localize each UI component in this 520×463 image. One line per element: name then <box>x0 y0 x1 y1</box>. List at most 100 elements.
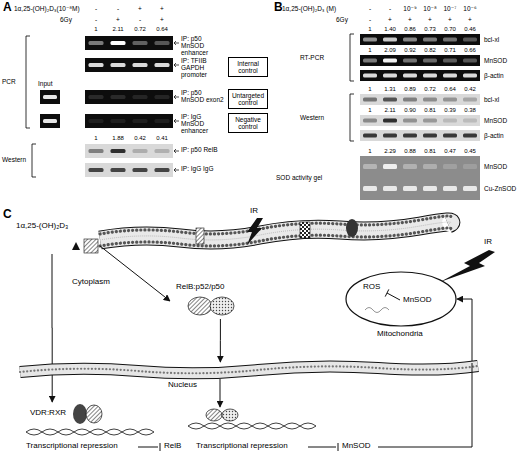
lane-value: 0.81 <box>424 107 436 114</box>
lane-value: 1 <box>368 107 371 114</box>
node-text: Nucleus <box>168 381 197 390</box>
gel-background <box>85 144 173 158</box>
gel-background <box>360 115 480 126</box>
lane-value: + <box>408 16 412 23</box>
lane-value: 1 <box>368 47 371 54</box>
figure-label: 6Gy <box>336 16 348 23</box>
gel-strip <box>360 130 480 141</box>
label-slot: A <box>3 1 12 14</box>
label-slot: - <box>139 16 141 23</box>
gel-band <box>363 38 377 42</box>
node-text: 1α,25-(OH)₂D₃ <box>16 222 100 231</box>
gel-images <box>40 34 480 200</box>
text-slot: MnSOD <box>342 442 370 451</box>
gel-strip <box>360 94 480 105</box>
label-pointers <box>174 41 179 172</box>
lane-value: 1.40 <box>384 26 396 33</box>
text-slot: Transcriptional repression <box>26 442 118 451</box>
label-slot: + <box>448 16 452 23</box>
lane-value: 2.29 <box>384 148 396 155</box>
gel-background <box>40 114 60 128</box>
band-label: IP: IgG MnSOD enhancer <box>181 113 225 134</box>
figure-label: β-actin <box>484 132 504 139</box>
gel-band <box>43 95 57 99</box>
lane-value: 0.39 <box>444 107 456 114</box>
gel-band <box>403 119 417 123</box>
lane-value: 0.90 <box>404 107 416 114</box>
label-slot: 1 <box>368 47 371 54</box>
label-slot: 1 <box>368 148 371 155</box>
gel-band <box>89 95 104 99</box>
bracket <box>26 36 30 128</box>
lane-value: 0.86 <box>404 26 416 33</box>
label-slot: 0.90 <box>404 107 416 114</box>
control-box: Negative control <box>228 113 268 133</box>
receptor-complex: VDR:RXR <box>30 402 104 426</box>
figure-label: PCR <box>2 78 16 85</box>
figure-label: MnSOD <box>484 57 507 64</box>
label-slot: β-actin <box>484 72 504 79</box>
label-slot: 0.42 <box>464 86 476 93</box>
label-slot: Cytoplasm <box>72 278 110 287</box>
figure-label: SOD activity gel <box>276 174 322 181</box>
gel-band <box>43 119 57 123</box>
pathway-arrow <box>220 319 221 362</box>
label-slot: 0.39 <box>444 107 456 114</box>
label-slot: - <box>95 16 97 23</box>
gel-band <box>463 186 477 191</box>
gel-band <box>155 119 170 123</box>
gel-band <box>423 164 437 169</box>
gel-strip <box>85 114 173 128</box>
lane-value: + <box>388 16 392 23</box>
label-slot: 1α,25-(OH)₂D₃(10⁻⁸M) <box>14 5 80 12</box>
lane-value: 1 <box>368 26 371 33</box>
gel-band <box>463 98 477 102</box>
gel-band <box>443 98 457 102</box>
envelope-fill <box>20 366 478 373</box>
lane-value: + <box>116 16 120 23</box>
label-slot: 0.42 <box>134 135 146 142</box>
label-slot: 2.11 <box>112 26 123 33</box>
control-box: Untargeted control <box>228 89 268 109</box>
label-slot: bcl-xl <box>484 36 499 43</box>
gel-band <box>155 63 170 67</box>
gel-band <box>155 168 170 172</box>
inhibition-bar <box>385 289 400 300</box>
shape-outline <box>170 294 254 318</box>
gel-strip <box>85 90 173 104</box>
lipid-heads <box>100 216 451 234</box>
envelope-texture <box>20 366 478 373</box>
lane-value: 0.92 <box>404 47 416 54</box>
gel-band <box>423 38 437 42</box>
lane-value: 0.47 <box>444 148 456 155</box>
gel-strip <box>360 115 480 126</box>
gel-band <box>403 98 417 102</box>
gel-band <box>89 41 104 45</box>
lane-value: 0.88 <box>404 148 416 155</box>
lane-value: 2.09 <box>384 47 396 54</box>
label-slot: 0.64 <box>444 86 456 93</box>
band-label: IP: IgG IgG <box>181 165 225 172</box>
gel-band <box>133 95 148 99</box>
gel-band <box>111 119 126 123</box>
text-slot: Internal control <box>231 60 265 74</box>
lane-value: 0.38 <box>464 107 476 114</box>
label-slot: 2.11 <box>384 107 395 114</box>
gel-band <box>463 38 477 42</box>
label-slot: 0.88 <box>404 148 416 155</box>
lane-value: 0.64 <box>444 86 456 93</box>
node-text: Transcriptional repression <box>196 442 288 451</box>
gel-band <box>383 119 397 123</box>
figure-label: 1α,25-(OH)₂D₃(10⁻⁸M) <box>14 5 80 12</box>
label-slot: 0.72 <box>134 26 146 33</box>
dna-strand <box>26 429 154 435</box>
text-slot: VDR:RXR <box>30 402 104 418</box>
label-slot: - <box>389 5 391 12</box>
figure-label: Western <box>300 114 324 121</box>
gel-band <box>111 95 126 99</box>
label-slot: 0.70 <box>444 26 456 33</box>
text-slot: Negative control <box>231 116 265 130</box>
shape-outline <box>72 402 104 426</box>
label-slot: + <box>428 16 432 23</box>
label-slot: 2.09 <box>384 47 396 54</box>
